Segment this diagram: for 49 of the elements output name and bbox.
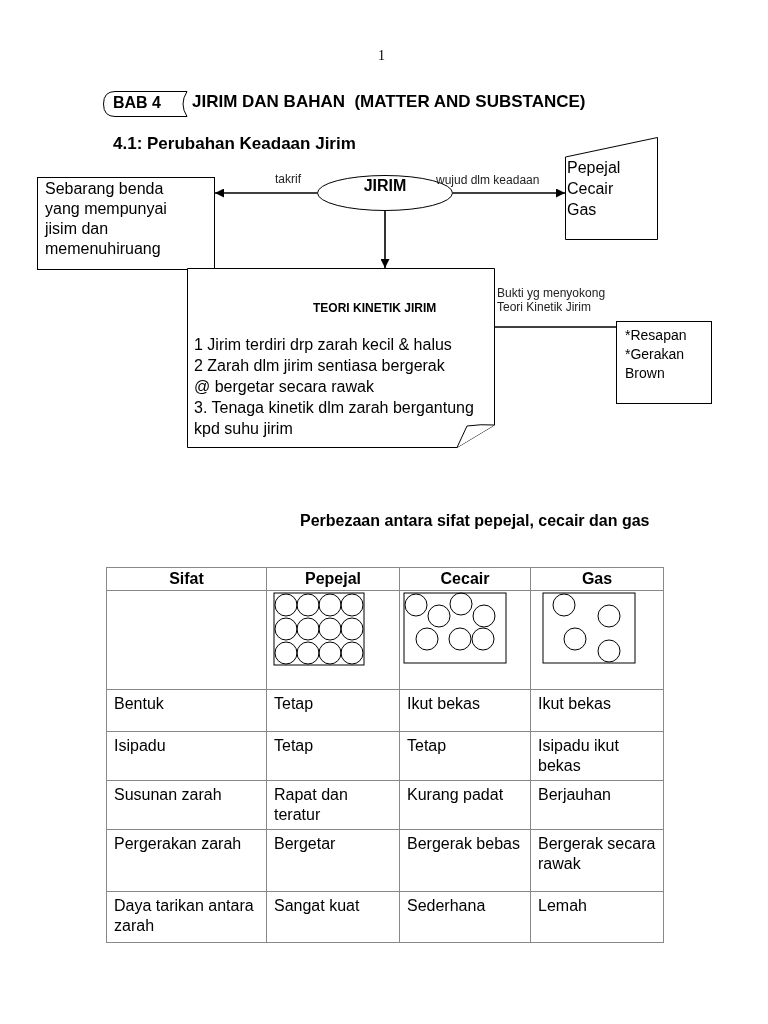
- table-text: Lemah: [538, 897, 587, 914]
- node-text: 1 Jirim terdiri drp zarah kecil & halus: [194, 335, 453, 355]
- note-box: [187, 268, 495, 448]
- table-text: Ikut bekas: [538, 695, 611, 712]
- column-header: Pepejal: [305, 570, 361, 587]
- edge-label: wujud dlm keadaan: [436, 173, 540, 187]
- edge-label: Bukti yg menyokong Teori Kinetik Jirim: [497, 286, 607, 314]
- page-number: 1: [378, 48, 385, 64]
- scroll-banner: [103, 91, 189, 117]
- table-text: Tetap: [274, 695, 314, 712]
- table-text: Kurang padat: [407, 786, 504, 803]
- node-text: TEORI KINETIK JIRIM: [313, 301, 437, 315]
- column-header: Gas: [581, 570, 613, 587]
- table-text: Tetap: [274, 737, 314, 754]
- table-text: Bergetar: [274, 835, 336, 852]
- table-text: Bergerak secara rawak: [538, 835, 656, 872]
- table-text: Bergerak bebas: [407, 835, 520, 852]
- arrow: [214, 188, 318, 198]
- column-header: Cecair: [440, 570, 490, 587]
- page-title: JIRIM DAN BAHAN (MATTER AND SUBSTANCE): [192, 92, 586, 112]
- table-text: Tetap: [407, 737, 447, 754]
- node-text: Sebarang benda yang mempunyai jisim dan memenuhiruang: [45, 179, 168, 259]
- table-text: Sangat kuat: [274, 897, 360, 914]
- states-box: [565, 137, 658, 240]
- section-heading: 4.1: Perubahan Keadaan Jirim: [113, 134, 356, 154]
- evidence-box: [616, 321, 712, 404]
- row-header: Pergerakan zarah: [114, 835, 242, 852]
- arrow: [380, 210, 390, 269]
- edge-label: takrif: [275, 172, 301, 186]
- node-text: 3. Tenaga kinetik dlm zarah bergantung kpd suhu jirim: [194, 398, 475, 439]
- row-header: Susunan zarah: [114, 786, 222, 803]
- node-text: 2 Zarah dlm jirim sentiasa bergerak @ bergetar secara rawak: [194, 356, 446, 397]
- row-header: Isipadu: [114, 737, 166, 754]
- table-title: Perbezaan antara sifat pepejal, cecair dan gas: [300, 511, 650, 531]
- row-header: Bentuk: [114, 695, 164, 712]
- table-text: Sederhana: [407, 897, 486, 914]
- table-text: Isipadu ikut bekas: [538, 737, 619, 774]
- node-text: BAB 4: [113, 94, 161, 112]
- definition-box: [37, 177, 215, 270]
- arrow: [452, 188, 566, 198]
- row-header: Daya tarikan antara zarah: [114, 897, 254, 934]
- node-text: *Gerakan Brown: [625, 345, 686, 383]
- table-text: Rapat dan teratur: [274, 786, 348, 823]
- column-header: Sifat: [169, 570, 204, 587]
- node-text: *Resapan: [625, 326, 687, 345]
- connector-line: [494, 326, 617, 328]
- table-text: Ikut bekas: [407, 695, 480, 712]
- node-text: Pepejal Cecair Gas: [567, 158, 622, 220]
- table-text: Berjauhan: [538, 786, 611, 803]
